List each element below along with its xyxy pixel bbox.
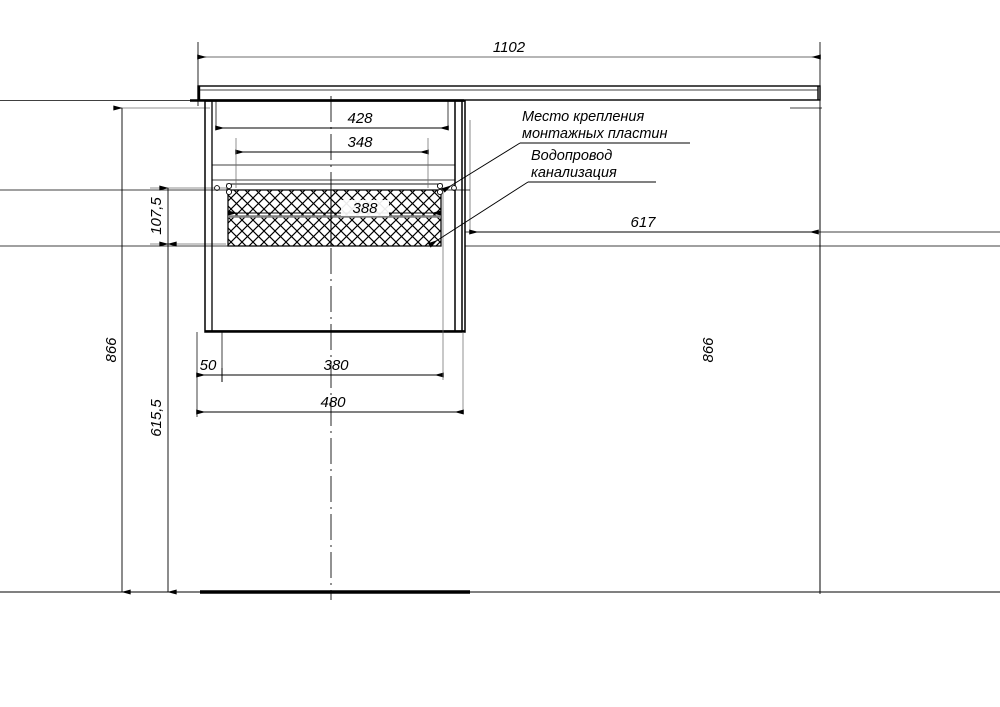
dimension-1102-text: 1102 — [493, 39, 526, 56]
dimension-348-text: 348 — [347, 134, 373, 151]
basin-top-rail — [226, 183, 443, 191]
basin-hatch-body — [227, 189, 442, 247]
annotation-plumbing-line2: канализация — [531, 165, 617, 181]
dimension-107-5: 107,5 — [148, 185, 177, 247]
dimension-row-50-380: 50 380 — [196, 190, 464, 412]
dimension-1102: 1102 — [197, 39, 821, 60]
extension-lines-group — [197, 42, 821, 594]
dimension-428-text: 428 — [347, 110, 373, 127]
annotation-plumbing-leader — [427, 181, 529, 248]
dimension-50-text: 50 — [200, 357, 217, 374]
dimension-107-5-text: 107,5 — [148, 197, 165, 235]
annotation-plumbing-line1: Водопровод — [531, 148, 612, 164]
cabinet-body — [204, 100, 466, 333]
dimension-866-left: 866 — [103, 105, 131, 595]
dimension-428: 428 — [215, 101, 449, 131]
dimension-480-text: 480 — [320, 394, 346, 411]
dimension-615-5-text: 615,5 — [148, 399, 165, 437]
dimension-348: 348 — [235, 134, 429, 188]
dimension-615-5: 615,5 — [148, 241, 177, 595]
dimension-866-left-text: 866 — [103, 337, 120, 363]
dimension-866-right-text: 866 — [700, 337, 717, 363]
dimension-617-text: 617 — [630, 214, 656, 231]
dimension-388: 388 — [228, 200, 441, 217]
annotation-mounting-plates-leader — [441, 142, 521, 193]
dimension-388-text-bg — [341, 200, 389, 216]
annotation-mounting-plates: Место крепления монтажных пластин — [441, 109, 690, 193]
basin-hatched-section — [214, 182, 457, 247]
dimension-388-text: 388 — [352, 200, 378, 217]
dimension-866-right: 866 — [700, 107, 822, 593]
annotation-mounting-plates-line1: Место крепления — [522, 109, 644, 125]
dimension-480: 480 — [196, 380, 464, 417]
countertop-slab — [197, 85, 821, 101]
annotation-mounting-plates-line2: монтажных пластин — [522, 126, 667, 142]
countertop — [190, 85, 821, 102]
annotation-plumbing: Водопровод канализация — [427, 148, 656, 248]
mounting-point-markers — [214, 182, 457, 196]
thin-extension-lines-group — [120, 107, 471, 593]
dimension-380-text: 380 — [323, 357, 349, 374]
dimension-617: 617 — [469, 214, 819, 235]
